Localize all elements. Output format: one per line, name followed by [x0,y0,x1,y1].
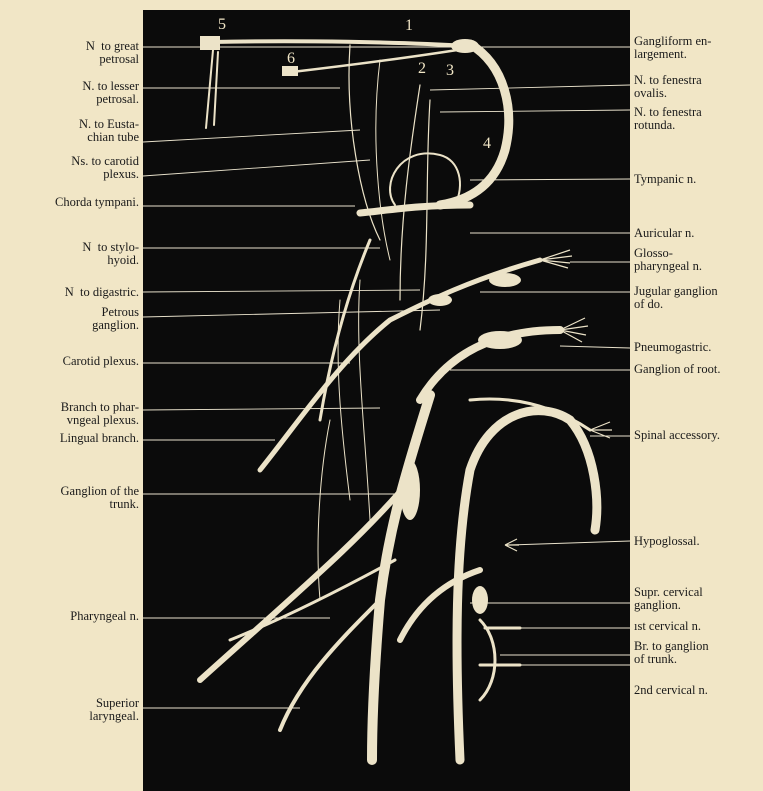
label-n-eustachian-tube: N. to Eusta- chian tube [79,118,139,144]
small-ganglion-5 [200,36,220,50]
jugular-ganglion [428,294,452,306]
gangliform-enlargement [451,39,479,53]
label-gangliform-enlargement: Gangliform en- largement. [634,35,711,61]
label-superior-laryngeal: Superior laryngeal. [89,697,139,723]
label-n-digastric: N to digastric. [65,286,139,299]
ganglion-of-trunk [400,460,420,520]
label-chorda-tympani: Chorda tympani. [55,196,139,209]
label-n-great-petrosal: N to great petrosal [86,40,139,66]
figure-number-2: 2 [418,60,426,78]
supr-cervical-ganglion [472,586,488,614]
label-br-ganglion-of-trunk: Br. to ganglion of trunk. [634,640,709,666]
figure-number-6: 6 [287,50,295,68]
label-pharyngeal-n: Pharyngeal n. [70,610,139,623]
label-2nd-cervical-n: 2nd cervical n. [634,684,708,697]
label-n-fenestra-rotunda: N. to fenestra rotunda. [634,106,702,132]
label-auricular-n: Auricular n. [634,227,694,240]
label-jugular-ganglion: Jugular ganglion of do. [634,285,718,311]
figure-number-1: 1 [405,17,413,35]
dark-plate [143,10,630,791]
label-tympanic-n: Tympanic n. [634,173,696,186]
label-n-fenestra-ovalis: N. to fenestra ovalis. [634,74,702,100]
label-glossopharyngeal-n: Glosso- pharyngeal n. [634,247,702,273]
label-spinal-accessory: Spinal accessory. [634,429,720,442]
figure-number-4: 4 [483,135,491,153]
label-ns-carotid-plexus: Ns. to carotid plexus. [71,155,139,181]
label-supr-cervical-ganglion: Supr. cervical ganglion. [634,586,703,612]
petrous-ganglion [489,273,521,287]
label-n-lesser-petrosal: N. to lesser petrosal. [82,80,139,106]
label-lingual-branch: Lingual branch. [60,432,139,445]
label-pneumogastric: Pneumogastric. [634,341,711,354]
label-1st-cervical-n: ıst cervical n. [634,620,701,633]
label-ganglion-of-trunk: Ganglion of the trunk. [61,485,139,511]
label-carotid-plexus: Carotid plexus. [63,355,139,368]
figure-number-3: 3 [446,62,454,80]
label-hypoglossal: Hypoglossal. [634,535,700,548]
label-n-stylohyoid: N to stylo- hyoid. [82,241,139,267]
figure-number-5: 5 [218,16,226,34]
label-branch-pharyngeal-plexus: Branch to phar- vngeal plexus. [61,401,139,427]
label-ganglion-of-root: Ganglion of root. [634,363,720,376]
label-petrous-ganglion: Petrous ganglion. [92,306,139,332]
ganglion-of-root [478,331,522,349]
